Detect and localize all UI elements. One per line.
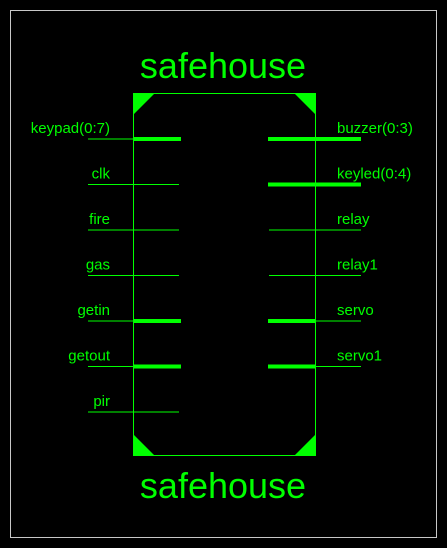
pin-right-buzzer-0-3[interactable]: buzzer(0:3) — [268, 120, 413, 141]
pin-left-getin[interactable]: getin — [77, 302, 181, 323]
pin-right-servo1[interactable]: servo1 — [268, 348, 382, 369]
pin-label: relay1 — [337, 257, 378, 274]
symbol-body[interactable] — [133, 93, 316, 456]
pin-label: pir — [93, 393, 110, 410]
sheet-frame — [10, 10, 437, 538]
corner-marker-top-left — [133, 93, 155, 115]
pin-left-gas[interactable]: gas — [86, 257, 179, 276]
pin-label: servo1 — [337, 348, 382, 365]
corner-marker-bottom-right — [294, 434, 316, 456]
pin-label: relay — [337, 211, 370, 228]
pin-label: getout — [68, 348, 111, 365]
pin-label: keypad(0:7) — [31, 120, 110, 137]
pin-left-getout[interactable]: getout — [68, 348, 181, 369]
left-pins: keypad(0:7) clk fire gas getin getout pir — [31, 120, 181, 413]
pin-right-relay[interactable]: relay — [269, 211, 370, 231]
pin-right-servo[interactable]: servo — [268, 302, 374, 323]
pin-left-clk[interactable]: clk — [88, 166, 179, 185]
pin-label: getin — [77, 302, 110, 319]
symbol-name-bottom: safehouse — [140, 465, 306, 506]
right-pins: buzzer(0:3) keyled(0:4) relay relay1 servo se… — [268, 120, 413, 369]
corner-marker-top-right — [294, 93, 316, 115]
pin-label: clk — [92, 166, 111, 183]
pin-label: servo — [337, 302, 374, 319]
pin-left-keypad-0-7[interactable]: keypad(0:7) — [31, 120, 181, 141]
pin-label: fire — [89, 211, 110, 228]
pin-label: keyled(0:4) — [337, 166, 411, 183]
symbol-name-top: safehouse — [140, 45, 306, 86]
pin-label: buzzer(0:3) — [337, 120, 413, 137]
pin-right-keyled-0-4[interactable]: keyled(0:4) — [268, 166, 411, 187]
pin-left-fire[interactable]: fire — [88, 211, 179, 231]
pin-left-pir[interactable]: pir — [88, 393, 179, 413]
symbol-outline — [133, 93, 316, 456]
pin-right-relay1[interactable]: relay1 — [269, 257, 378, 276]
pin-label: gas — [86, 257, 110, 274]
corner-marker-bottom-left — [133, 434, 155, 456]
